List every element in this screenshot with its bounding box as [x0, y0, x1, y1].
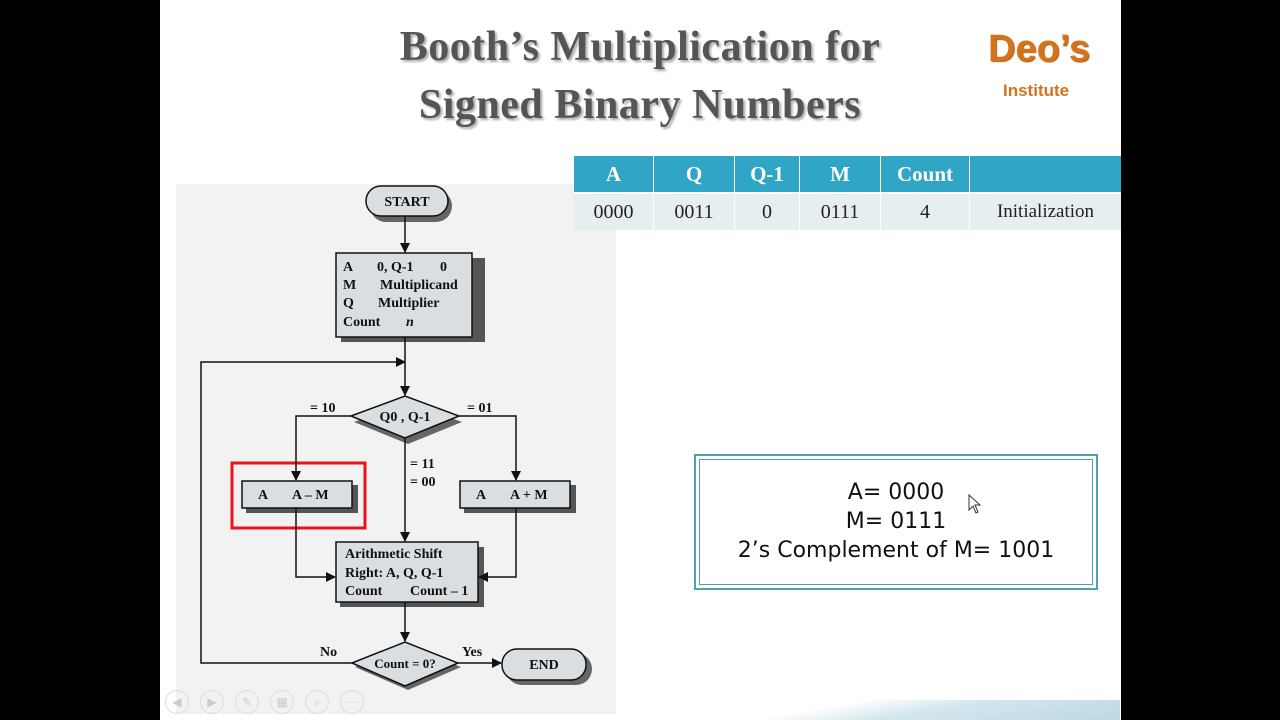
- shift-line-3-left: Count: [345, 584, 383, 599]
- start-terminal: [365, 185, 449, 217]
- info-box-inner: [699, 459, 1093, 585]
- add-right: A + M: [510, 488, 548, 503]
- info-text: A= 0000 M= 0111 2’s Complement of M= 100…: [696, 478, 1096, 565]
- init-count: Count: [343, 315, 381, 330]
- init-m-value: Multiplicand: [380, 278, 458, 293]
- shift-line-3-right: Count – 1: [410, 584, 468, 599]
- branch-10-label: = 10: [310, 401, 335, 416]
- table-row: 0000 0011 0 0111 4 Initialization: [574, 192, 1121, 230]
- init-q: Q: [343, 296, 354, 311]
- decision-label: Q0 , Q-1: [380, 410, 431, 425]
- shift-line-1: Arithmetic Shift: [345, 547, 443, 562]
- end-terminal: [501, 648, 587, 681]
- cell-q-1: 0: [734, 192, 800, 230]
- header-m: M: [799, 156, 881, 193]
- mouse-cursor-icon: [968, 494, 982, 514]
- init-zero: 0: [440, 260, 447, 275]
- flowchart: START A 0, Q-1 0 M Multiplicand Q Multip…: [200, 185, 592, 690]
- add-box: [459, 480, 571, 509]
- header-count: Count: [880, 156, 970, 193]
- end-label: END: [529, 658, 559, 673]
- slide-title: Booth’s Multiplication for Signed Binary…: [340, 18, 940, 134]
- slide: Booth’s Multiplication for Signed Binary…: [160, 0, 1121, 720]
- init-box: [335, 252, 473, 338]
- pen-icon[interactable]: ✎: [235, 690, 259, 714]
- branch-00-label: = 00: [410, 475, 435, 490]
- highlight-box: [230, 461, 367, 530]
- branch-11-label: = 11: [410, 457, 435, 472]
- init-count-value: n: [406, 315, 414, 330]
- cell-a: 0000: [574, 192, 654, 230]
- flowchart-connectors: [200, 216, 521, 668]
- no-label: No: [320, 645, 337, 660]
- cell-q: 0011: [653, 192, 735, 230]
- info-box: A= 0000 M= 0111 2’s Complement of M= 100…: [694, 454, 1098, 590]
- header-q-1: Q-1: [734, 156, 800, 193]
- title-line-2: Signed Binary Numbers: [418, 82, 862, 128]
- info-line-m: M= 0111: [845, 509, 947, 534]
- prev-icon[interactable]: ◀: [165, 690, 189, 714]
- logo-subtitle: Institute: [1003, 81, 1070, 100]
- cell-step: Initialization: [969, 192, 1121, 230]
- info-line-complement: 2’s Complement of M= 1001: [737, 538, 1055, 563]
- init-a-value: 0, Q-1: [377, 260, 414, 275]
- shift-line-2: Right: A, Q, Q-1: [345, 566, 443, 581]
- cell-count: 4: [880, 192, 970, 230]
- menu-icon[interactable]: ▦: [270, 690, 294, 714]
- bottom-accent: [620, 700, 1120, 720]
- subtract-box: [241, 480, 353, 509]
- trace-table: A Q Q-1 M Count 0000 0011 0 0111 4 Initi…: [574, 156, 1121, 230]
- shift-box: [335, 541, 479, 603]
- zoom-icon[interactable]: ⌕: [305, 690, 329, 714]
- init-a: A: [343, 260, 354, 275]
- header-step: [969, 156, 1121, 193]
- branch-01-label: = 01: [467, 401, 492, 416]
- logo-name: Deo’s: [988, 28, 1091, 70]
- add-left: A: [476, 488, 487, 503]
- header-a: A: [574, 156, 654, 193]
- yes-label: Yes: [462, 645, 483, 660]
- sub-left: A: [258, 488, 269, 503]
- info-line-a: A= 0000: [847, 480, 945, 505]
- start-label: START: [384, 195, 430, 210]
- init-m: M: [343, 278, 356, 293]
- header-q: Q: [653, 156, 735, 193]
- next-icon[interactable]: ▶: [200, 690, 224, 714]
- title-line-1: Booth’s Multiplication for: [399, 24, 881, 70]
- more-icon[interactable]: ⋯: [340, 690, 364, 714]
- trace-header-row: A Q Q-1 M Count: [574, 156, 1121, 193]
- sub-right: A – M: [292, 488, 329, 503]
- init-q-value: Multiplier: [378, 296, 439, 311]
- cell-m: 0111: [799, 192, 881, 230]
- slideshow-toolbar: ◀ ▶ ✎ ▦ ⌕ ⋯: [165, 690, 364, 714]
- count-check-label: Count = 0?: [374, 656, 436, 671]
